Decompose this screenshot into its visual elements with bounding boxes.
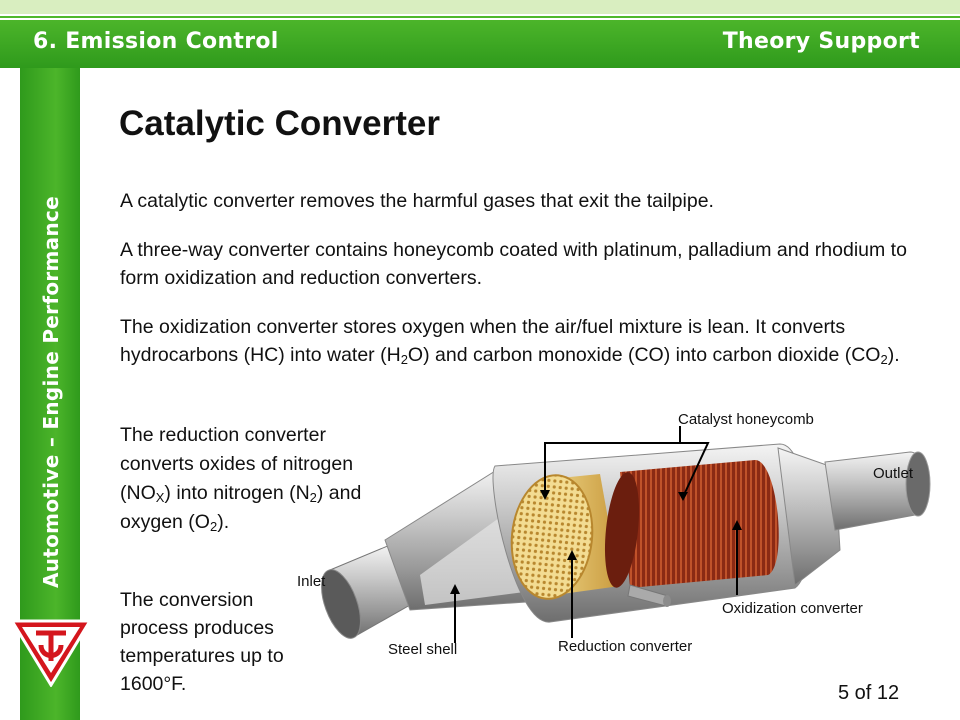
sidebar-course-title: Automotive – Engine Performance xyxy=(39,195,63,589)
paragraph-three-way: A three-way converter contains honeycomb… xyxy=(120,239,907,289)
label-reduction-converter: Reduction converter xyxy=(558,638,693,655)
label-steel-shell: Steel shell xyxy=(388,641,458,658)
top-stripe-line xyxy=(0,16,960,18)
label-inlet: Inlet xyxy=(297,573,326,590)
page-number: 5 of 12 xyxy=(838,682,900,704)
label-catalyst-honeycomb: Catalyst honeycomb xyxy=(678,411,814,428)
chapter-title: 6. Emission Control xyxy=(33,29,279,54)
paragraph-intro: A catalytic converter removes the harmfu… xyxy=(120,190,714,212)
section-title: Theory Support xyxy=(722,29,920,54)
catalytic-converter-diagram xyxy=(321,426,931,643)
slide-title: Catalytic Converter xyxy=(119,104,440,143)
paragraph-temperature: The conversion process produces temperat… xyxy=(120,589,284,695)
label-oxidization-converter: Oxidization converter xyxy=(722,600,863,617)
top-stripe xyxy=(0,0,960,14)
sidebar xyxy=(20,68,80,720)
red-shield-logo-icon xyxy=(9,619,93,687)
label-outlet: Outlet xyxy=(873,465,914,482)
header-bar xyxy=(0,20,960,68)
paragraph-reduction: The reduction converter converts oxides … xyxy=(120,424,362,534)
paragraph-oxidization: The oxidization converter stores oxygen … xyxy=(120,316,900,367)
